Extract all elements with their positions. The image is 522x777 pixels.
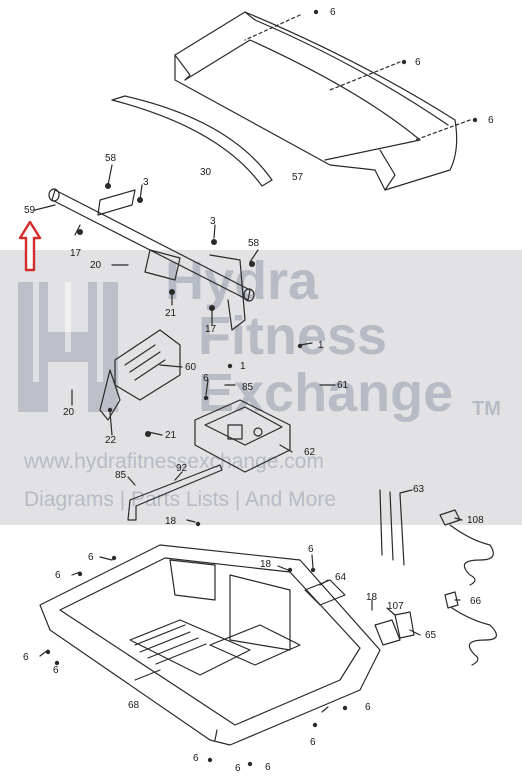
callout-68: 68 — [128, 700, 140, 711]
callout-6: 6 — [365, 702, 371, 713]
upright-crossbar-part — [48, 188, 255, 331]
watermark-brand-2: Fitness — [198, 306, 388, 366]
callout-59: 59 — [24, 205, 36, 216]
watermark-brand-3: Exchange — [198, 363, 454, 423]
callout-6: 6 — [488, 115, 494, 126]
callout-58: 58 — [248, 238, 260, 249]
cover-plate-part — [304, 579, 346, 606]
callout-1: 1 — [240, 361, 246, 372]
callout-64: 64 — [335, 572, 347, 583]
power-cord-66-part — [444, 591, 497, 666]
base-frame-part — [39, 544, 381, 746]
callout-3: 3 — [143, 177, 149, 188]
callout-85: 85 — [115, 470, 127, 481]
wire-bundle-part — [379, 489, 405, 566]
callout-6: 6 — [330, 7, 336, 18]
callout-6: 6 — [308, 544, 314, 555]
callout-labels: 6 6 6 30 57 58 3 59 17 3 58 20 21 17 1 1… — [23, 7, 494, 774]
callout-107: 107 — [387, 601, 404, 612]
callout-6: 6 — [53, 665, 59, 676]
highlight-arrow — [18, 220, 42, 272]
controller-board-part — [194, 399, 291, 473]
watermark-trademark: TM — [472, 398, 501, 420]
hood-strip-part — [111, 95, 273, 187]
callout-58: 58 — [105, 153, 117, 164]
callout-6: 6 — [265, 762, 271, 773]
motor-part — [99, 329, 181, 421]
callout-65: 65 — [425, 630, 437, 641]
callout-6: 6 — [55, 570, 61, 581]
bracket-part — [127, 464, 223, 521]
callout-18: 18 — [260, 559, 272, 570]
watermark-band — [0, 250, 522, 525]
watermark-tagline: Diagrams | Parts Lists | And More — [24, 488, 337, 511]
callout-6: 6 — [23, 652, 29, 663]
callout-57: 57 — [292, 172, 304, 183]
callout-60: 60 — [185, 362, 197, 373]
watermark-logo — [18, 282, 118, 412]
callout-21: 21 — [165, 430, 177, 441]
callout-6: 6 — [310, 737, 316, 748]
callout-3: 3 — [210, 216, 216, 227]
callout-6: 6 — [88, 552, 94, 563]
callout-85: 85 — [242, 382, 254, 393]
callout-61: 61 — [337, 380, 349, 391]
breaker-part — [394, 611, 415, 639]
callout-17: 17 — [205, 324, 217, 335]
callout-63: 63 — [413, 484, 425, 495]
watermark-url: www.hydrafitnessexchange.com — [24, 450, 324, 473]
callout-20: 20 — [90, 260, 102, 271]
switch-part — [374, 619, 401, 646]
callout-6: 6 — [415, 57, 421, 68]
callout-18: 18 — [165, 516, 177, 527]
callout-108: 108 — [467, 515, 484, 526]
callout-62: 62 — [304, 447, 316, 458]
callout-1: 1 — [318, 340, 324, 351]
callout-6: 6 — [235, 763, 241, 774]
callout-66: 66 — [470, 596, 482, 607]
callout-21: 21 — [165, 308, 177, 319]
callout-6: 6 — [193, 753, 199, 764]
callout-30: 30 — [200, 167, 212, 178]
callout-20: 20 — [63, 407, 75, 418]
callout-18: 18 — [366, 592, 378, 603]
callout-6: 6 — [203, 373, 209, 384]
callout-22: 22 — [105, 435, 117, 446]
motor-hood-part — [174, 11, 458, 191]
fastener-dots — [45, 9, 478, 767]
callout-17: 17 — [70, 248, 82, 259]
callout-92: 92 — [176, 463, 188, 474]
